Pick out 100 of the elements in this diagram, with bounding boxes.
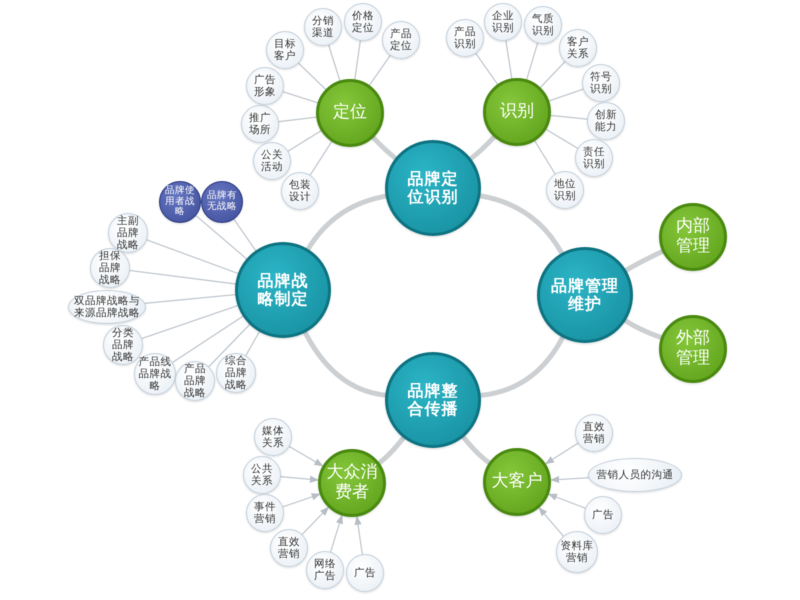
connector-line: [354, 40, 361, 80]
node-label: 内部管理: [675, 217, 711, 257]
node-label: 大众消费者: [326, 463, 378, 503]
item-circle: [587, 102, 625, 140]
item-circle: [304, 8, 342, 46]
item-circle: [484, 3, 522, 41]
node-label: 目标客户: [272, 38, 297, 62]
connector-line: [195, 214, 248, 260]
item-circle: [446, 19, 484, 57]
connector-arc: [306, 194, 388, 252]
node-label: 综合品牌战略: [224, 354, 248, 392]
node-label: 推广场所: [248, 112, 272, 136]
node-label: 大客户: [490, 472, 544, 492]
item-circle: [246, 67, 284, 105]
node-label: 直效营销: [276, 536, 301, 560]
node-label: 识别: [499, 102, 535, 122]
item-circle: [281, 172, 319, 210]
node-label: 事件营销: [252, 500, 277, 526]
node-label: 创新能力: [594, 108, 618, 134]
node-label: 直效营销: [582, 420, 606, 446]
connector-line: [534, 140, 556, 174]
connector-arc: [478, 193, 564, 256]
connector-line: [526, 42, 538, 80]
node-label: 广告形象: [252, 74, 277, 98]
item-circle: [253, 142, 291, 180]
connector-line: [233, 218, 256, 252]
node-label: 外部管理: [675, 329, 711, 369]
connector-arc: [623, 318, 664, 340]
connector-line: [550, 476, 590, 484]
node-label: 公共关系: [250, 462, 274, 488]
item-circle: [556, 531, 598, 573]
item-circle: [344, 3, 382, 41]
connector-line: [540, 61, 566, 88]
node-label: 双品牌战略与来源品牌战略: [74, 294, 140, 320]
item-circle: [575, 139, 613, 177]
connector-line: [354, 516, 363, 555]
connector-line: [330, 514, 343, 552]
item-circle: [306, 551, 344, 589]
node-label: 产品识别: [452, 26, 477, 50]
connector-line: [278, 116, 317, 122]
connector-arc: [302, 330, 388, 398]
item-circle: [246, 494, 284, 532]
connector-line: [129, 270, 236, 285]
connector-line: [544, 442, 579, 464]
connector-line: [146, 239, 239, 274]
connector-line: [288, 446, 324, 467]
item-circle: [584, 496, 622, 534]
connector-line: [505, 40, 512, 80]
connector-line: [141, 304, 238, 340]
subtopic-circle: [483, 448, 551, 516]
node-label: 价格定位: [350, 10, 375, 34]
connector-line: [172, 316, 244, 364]
item-circle: [559, 29, 597, 67]
node-label: 广告: [590, 508, 615, 522]
node-label: 定位: [332, 103, 368, 123]
connector-line: [475, 52, 498, 85]
node-label: 品牌管理维护: [550, 276, 620, 314]
subtopic-circle: [659, 315, 727, 383]
connector-line: [144, 294, 236, 304]
connector-arc: [460, 434, 492, 466]
subtopic-circle: [316, 79, 384, 147]
node-label: 广告: [352, 566, 377, 580]
item-circle: [346, 554, 384, 592]
connector-arc: [624, 249, 665, 273]
connector-line: [280, 476, 320, 483]
connector-line: [368, 54, 391, 86]
connector-line: [310, 140, 332, 176]
node-label: 分销渠道: [310, 14, 335, 40]
subtopic-circle: [659, 203, 727, 271]
main-topic-circle: [235, 242, 331, 338]
connector-line: [245, 331, 260, 356]
node-label: 品牌整合传播: [406, 382, 460, 418]
connector-arc: [468, 134, 496, 162]
connector-line: [546, 128, 578, 149]
item-circle: [524, 6, 562, 44]
item-circle: [90, 248, 130, 288]
node-label: 品牌定位识别: [406, 170, 460, 206]
item-circle: [382, 21, 420, 59]
connector-line: [548, 88, 584, 102]
item-circle: [575, 414, 613, 452]
node-label: 产品品牌战略: [182, 362, 207, 400]
node-label: 资料库营销: [559, 540, 594, 564]
item-circle: [582, 64, 620, 102]
connector-line: [282, 493, 321, 508]
node-label: 品牌战略制定: [256, 272, 310, 308]
connector-arc: [370, 135, 398, 161]
item-circle: [243, 456, 281, 494]
connector-line: [302, 506, 329, 535]
node-label: 媒体关系: [260, 424, 285, 450]
node-label: 责任识别: [582, 146, 606, 170]
subtopic-circle: [318, 449, 386, 517]
item-circle: [175, 361, 215, 401]
connector-line: [298, 62, 326, 90]
node-label: 营销人员的沟通: [596, 468, 674, 482]
item-circle: [241, 105, 279, 143]
connector-line: [548, 494, 586, 509]
connector-line: [538, 507, 564, 537]
node-label: 客户关系: [566, 36, 590, 60]
item-oval: [68, 290, 146, 324]
connector-line: [328, 44, 340, 82]
